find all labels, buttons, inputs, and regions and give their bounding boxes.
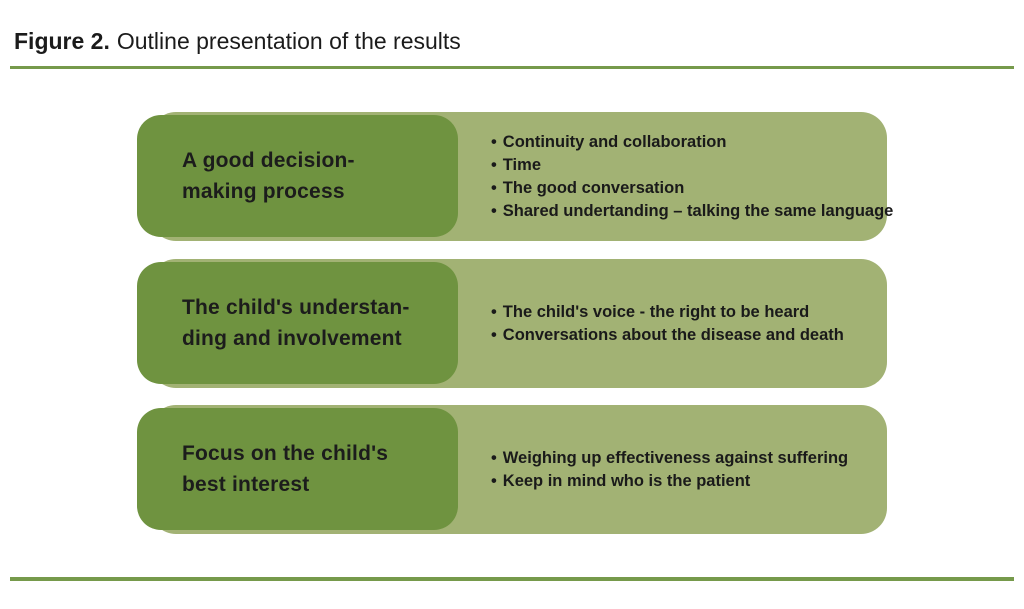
category-title-line: ding and involvement	[182, 327, 402, 350]
bullet-text: Conversations about the disease and deat…	[502, 326, 844, 344]
category-title: The child's understan- ding and involvem…	[182, 292, 410, 354]
bullet-text: Weighing up effectiveness against suffer…	[502, 449, 849, 467]
result-row-best-interest: • Weighing up effectiveness against suffe…	[137, 404, 887, 534]
bottom-divider-line	[10, 577, 1014, 581]
category-title-line: making process	[182, 180, 345, 203]
category-title-line: A good decision-	[182, 149, 355, 172]
bullet-item: • Time	[491, 154, 891, 177]
bullet-text: The good conversation	[502, 179, 685, 197]
result-row-child-understanding: • The child's voice - the right to be hea…	[137, 258, 887, 388]
bullet-item: • Shared undertanding – talking the same …	[491, 200, 894, 223]
category-panel: A good decision- making process	[137, 115, 458, 237]
bullet-text: The child's voice - the right to be hear…	[502, 303, 810, 321]
result-row-decision-process: • Continuity and collaboration • Time • The…	[137, 111, 893, 241]
bullet-item: • Weighing up effectiveness against suffe…	[491, 447, 891, 470]
bullet-icon: •	[491, 202, 497, 220]
category-title-line: The child's understan-	[182, 296, 410, 319]
bullet-item: • The good conversation	[491, 177, 891, 200]
category-panel: The child's understan- ding and involvem…	[137, 262, 458, 384]
bullet-icon: •	[491, 472, 497, 490]
category-title: Focus on the child's best interest	[182, 438, 388, 500]
bullet-icon: •	[491, 179, 497, 197]
figure-caption-text: Outline presentation of the results	[116, 28, 461, 54]
bullet-list: • Continuity and collaboration • Time • The…	[491, 112, 894, 242]
bullet-list: • The child's voice - the right to be hea…	[491, 259, 891, 389]
figure-number-label: Figure 2.	[14, 28, 110, 54]
bullet-icon: •	[491, 303, 497, 321]
bullet-text: Keep in mind who is the patient	[502, 472, 751, 490]
bullet-item: • Keep in mind who is the patient	[491, 470, 891, 493]
bullet-text: Shared undertanding – talking the same l…	[502, 202, 894, 220]
category-title: A good decision- making process	[182, 145, 355, 207]
bullet-item: • The child's voice - the right to be hea…	[491, 301, 891, 324]
bullet-item: • Conversations about the disease and dea…	[491, 324, 891, 347]
bullet-item: • Continuity and collaboration	[491, 131, 891, 154]
bullet-text: Continuity and collaboration	[502, 133, 727, 151]
bullet-icon: •	[491, 156, 497, 174]
bullet-list: • Weighing up effectiveness against suffe…	[491, 405, 891, 535]
bullet-text: Time	[502, 156, 541, 174]
top-divider-line	[10, 66, 1014, 69]
bullet-icon: •	[491, 449, 497, 467]
bullet-icon: •	[491, 133, 497, 151]
category-title-line: Focus on the child's	[182, 442, 389, 465]
figure-caption: Figure 2.Outline presentation of the res…	[14, 26, 461, 56]
bullet-icon: •	[491, 326, 497, 344]
category-panel: Focus on the child's best interest	[137, 408, 458, 530]
category-title-line: best interest	[182, 473, 310, 496]
